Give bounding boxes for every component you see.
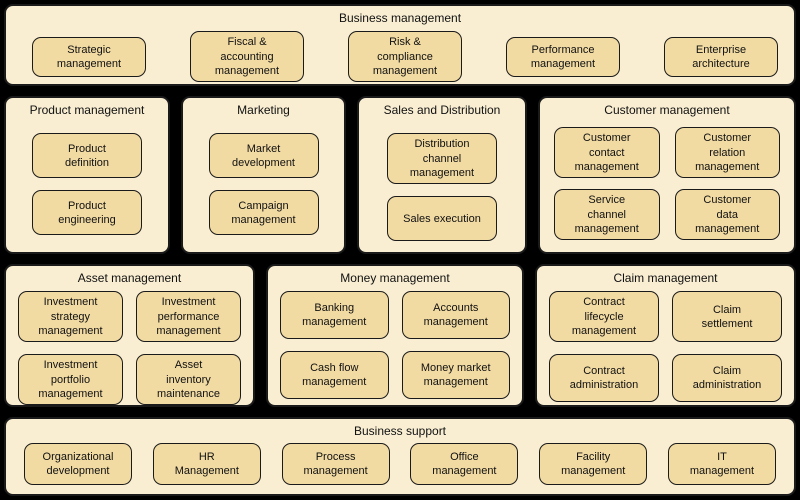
capability-box-investment-strategy-management: Investment strategy management — [18, 291, 123, 343]
panel-asset-management-title: Asset management — [77, 271, 182, 285]
band-business-management-boxes: Strategic management Fiscal & accounting… — [6, 25, 794, 83]
capability-box-market-development: Market development — [208, 133, 319, 179]
panel-claim-management-title: Claim management — [613, 271, 718, 285]
capability-box-claim-administration: Claim administration — [672, 354, 782, 403]
band-business-management: Business management Strategic management… — [4, 4, 796, 86]
panel-money-management: Money management Banking management Acco… — [266, 264, 524, 407]
capability-box-performance-management: Performance management — [506, 36, 620, 77]
capability-box-customer-data-management: Customer data management — [674, 189, 780, 241]
capability-box-fiscal-accounting-management: Fiscal & accounting management — [190, 31, 304, 83]
panel-customer-management-title: Customer management — [604, 103, 730, 117]
capability-box-claim-settlement: Claim settlement — [672, 291, 782, 343]
capability-box-distribution-channel-management: Distribution channel management — [387, 133, 497, 185]
panel-money-management-boxes: Banking management Accounts management C… — [268, 285, 522, 400]
panel-sales-and-distribution-title: Sales and Distribution — [383, 103, 501, 117]
capability-box-strategic-management: Strategic management — [32, 36, 146, 77]
panel-asset-management-boxes: Investment strategy management Investmen… — [6, 285, 253, 405]
capability-box-investment-performance-management: Investment performance management — [136, 291, 241, 343]
capability-box-product-definition: Product definition — [32, 133, 142, 179]
band-business-management-title: Business management — [338, 11, 462, 25]
capability-box-customer-contact-management: Customer contact management — [554, 127, 660, 179]
panel-product-management-title: Product management — [29, 103, 145, 117]
panel-claim-management-boxes: Contract lifecycle management Claim sett… — [537, 285, 794, 403]
panel-customer-management-boxes: Customer contact management Customer rel… — [540, 117, 794, 241]
capability-box-cash-flow-management: Cash flow management — [280, 351, 389, 400]
capability-box-process-management: Process management — [281, 443, 390, 486]
panel-claim-management: Claim management Contract lifecycle mana… — [535, 264, 796, 407]
band-row-3: Asset management Investment strategy man… — [4, 264, 796, 407]
band-row-2: Product management Product definition Pr… — [4, 96, 796, 254]
capability-box-organizational-development: Organizational development — [24, 443, 132, 486]
capability-box-customer-relation-management: Customer relation management — [674, 127, 780, 179]
panel-customer-management: Customer management Customer contact man… — [538, 96, 796, 254]
capability-box-hr-management: HR Management — [152, 443, 261, 486]
capability-box-enterprise-architecture: Enterprise architecture — [664, 36, 778, 77]
capability-box-investment-portfolio-management: Investment portfolio management — [18, 354, 123, 405]
capability-box-contract-administration: Contract administration — [549, 354, 659, 403]
capability-box-risk-compliance-management: Risk & compliance management — [348, 31, 462, 83]
capability-box-sales-execution: Sales execution — [387, 196, 497, 242]
panel-product-management: Product management Product definition Pr… — [4, 96, 170, 254]
capability-box-it-management: IT management — [667, 443, 776, 486]
panel-marketing-boxes: Market development Campaign management — [183, 133, 344, 236]
capability-box-campaign-management: Campaign management — [208, 190, 319, 236]
panel-marketing-title: Marketing — [237, 103, 290, 117]
panel-marketing: Marketing Market development Campaign ma… — [181, 96, 346, 254]
panel-sales-and-distribution-boxes: Distribution channel management Sales ex… — [359, 133, 525, 242]
capability-box-service-channel-management: Service channel management — [554, 189, 660, 241]
capability-box-asset-inventory-maintenance: Asset inventory maintenance — [136, 354, 241, 405]
panel-money-management-title: Money management — [340, 271, 450, 285]
panel-product-management-boxes: Product definition Product engineering — [6, 133, 168, 236]
band-business-support: Business support Organizational developm… — [4, 417, 796, 496]
capability-box-accounts-management: Accounts management — [401, 291, 510, 340]
capability-box-office-management: Office management — [410, 443, 519, 486]
capability-box-facility-management: Facility management — [539, 443, 648, 486]
capability-box-banking-management: Banking management — [280, 291, 389, 340]
band-business-support-boxes: Organizational development HR Management… — [6, 438, 794, 486]
capability-box-product-engineering: Product engineering — [32, 190, 142, 236]
panel-sales-and-distribution: Sales and Distribution Distribution chan… — [357, 96, 527, 254]
capability-box-contract-lifecycle-management: Contract lifecycle management — [549, 291, 659, 343]
band-business-support-title: Business support — [353, 424, 447, 438]
capability-box-money-market-management: Money market management — [401, 351, 510, 400]
panel-asset-management: Asset management Investment strategy man… — [4, 264, 255, 407]
